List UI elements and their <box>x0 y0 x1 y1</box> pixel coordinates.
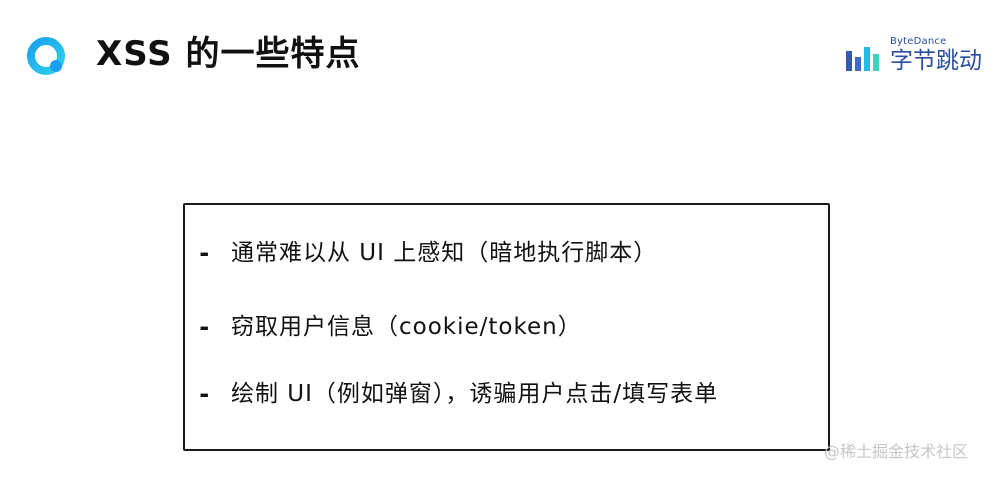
bytedance-brand: ByteDance 字节跳动 <box>846 36 990 76</box>
bullet-dash: - <box>197 239 212 267</box>
bullet-dash: - <box>197 313 212 341</box>
bullet-text: 绘制 UI（例如弹窗），诱骗用户点击/填写表单 <box>231 381 719 407</box>
bullet-item: - 窃取用户信息（cookie/token） <box>197 312 582 342</box>
app-logo-icon <box>26 36 68 78</box>
bullet-item: - 绘制 UI（例如弹窗），诱骗用户点击/填写表单 <box>197 379 718 409</box>
bullet-item: - 通常难以从 UI 上感知（暗地执行脚本） <box>197 238 657 268</box>
bytedance-logo-icon <box>846 45 886 71</box>
content-box: - 通常难以从 UI 上感知（暗地执行脚本） - 窃取用户信息（cookie/t… <box>183 203 830 451</box>
watermark: @稀土掘金技术社区 <box>824 442 969 461</box>
bullet-dash: - <box>197 380 212 408</box>
bullet-text: 窃取用户信息（cookie/token） <box>231 314 582 340</box>
brand-name-cn: 字节跳动 <box>890 48 982 74</box>
bullet-text: 通常难以从 UI 上感知（暗地执行脚本） <box>231 240 658 266</box>
slide-title: XSS 的一些特点 <box>96 34 361 74</box>
brand-name-en: ByteDance <box>890 36 947 47</box>
